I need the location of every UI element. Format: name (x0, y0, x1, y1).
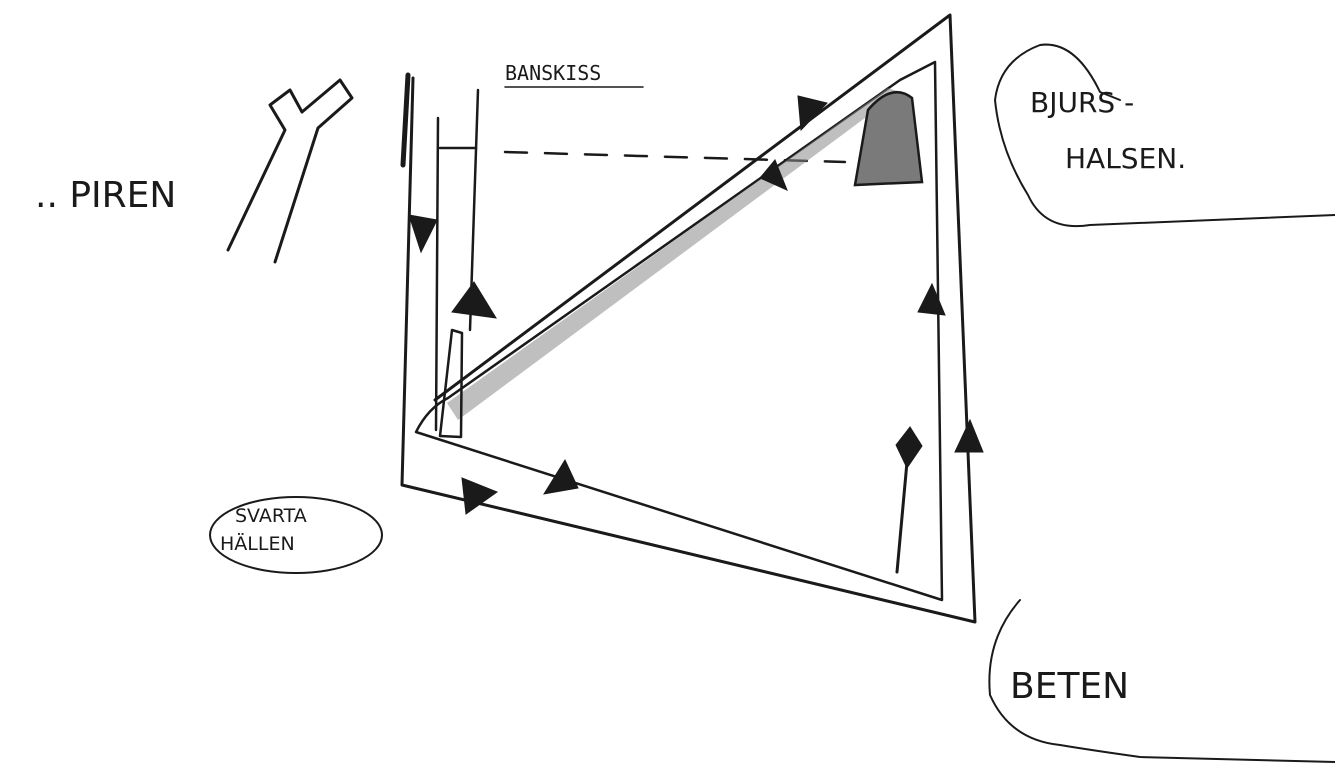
gate-post (438, 328, 464, 439)
label-bjurs: BJURS - (1030, 86, 1134, 119)
course-arrow-icon (759, 159, 788, 191)
outer-course-line (400, 13, 977, 624)
course-arrow-icon (954, 418, 984, 453)
buoy-marker-icon (895, 426, 923, 574)
island-icon (209, 496, 383, 574)
course-arrow-icon (542, 458, 579, 495)
start-post-inner (434, 116, 440, 432)
sketch-title: BANSKISS (505, 61, 601, 85)
course-arrow-icon (797, 95, 828, 132)
island-icon (988, 599, 1335, 763)
turning-mark-shaded (853, 90, 924, 187)
course-arrow-icon (461, 477, 499, 515)
label-piren: .. PIREN (35, 175, 176, 216)
pier-icon (226, 78, 354, 264)
start-line (400, 72, 847, 432)
label-beten: BETEN (1010, 666, 1129, 707)
start-post-left (400, 72, 411, 168)
island-icon (994, 43, 1335, 228)
course-arrows (408, 95, 984, 515)
label-halsen: HALSEN. (1065, 142, 1186, 175)
label-hallen: HÄLLEN (220, 532, 295, 555)
course-arrow-icon (917, 282, 946, 316)
label-svarta: SVARTA (235, 505, 307, 527)
course-arrow-icon (408, 214, 438, 254)
diagonal-shaded-band (447, 88, 900, 420)
inner-course-line (414, 60, 944, 602)
course-arrow-icon (451, 281, 497, 319)
